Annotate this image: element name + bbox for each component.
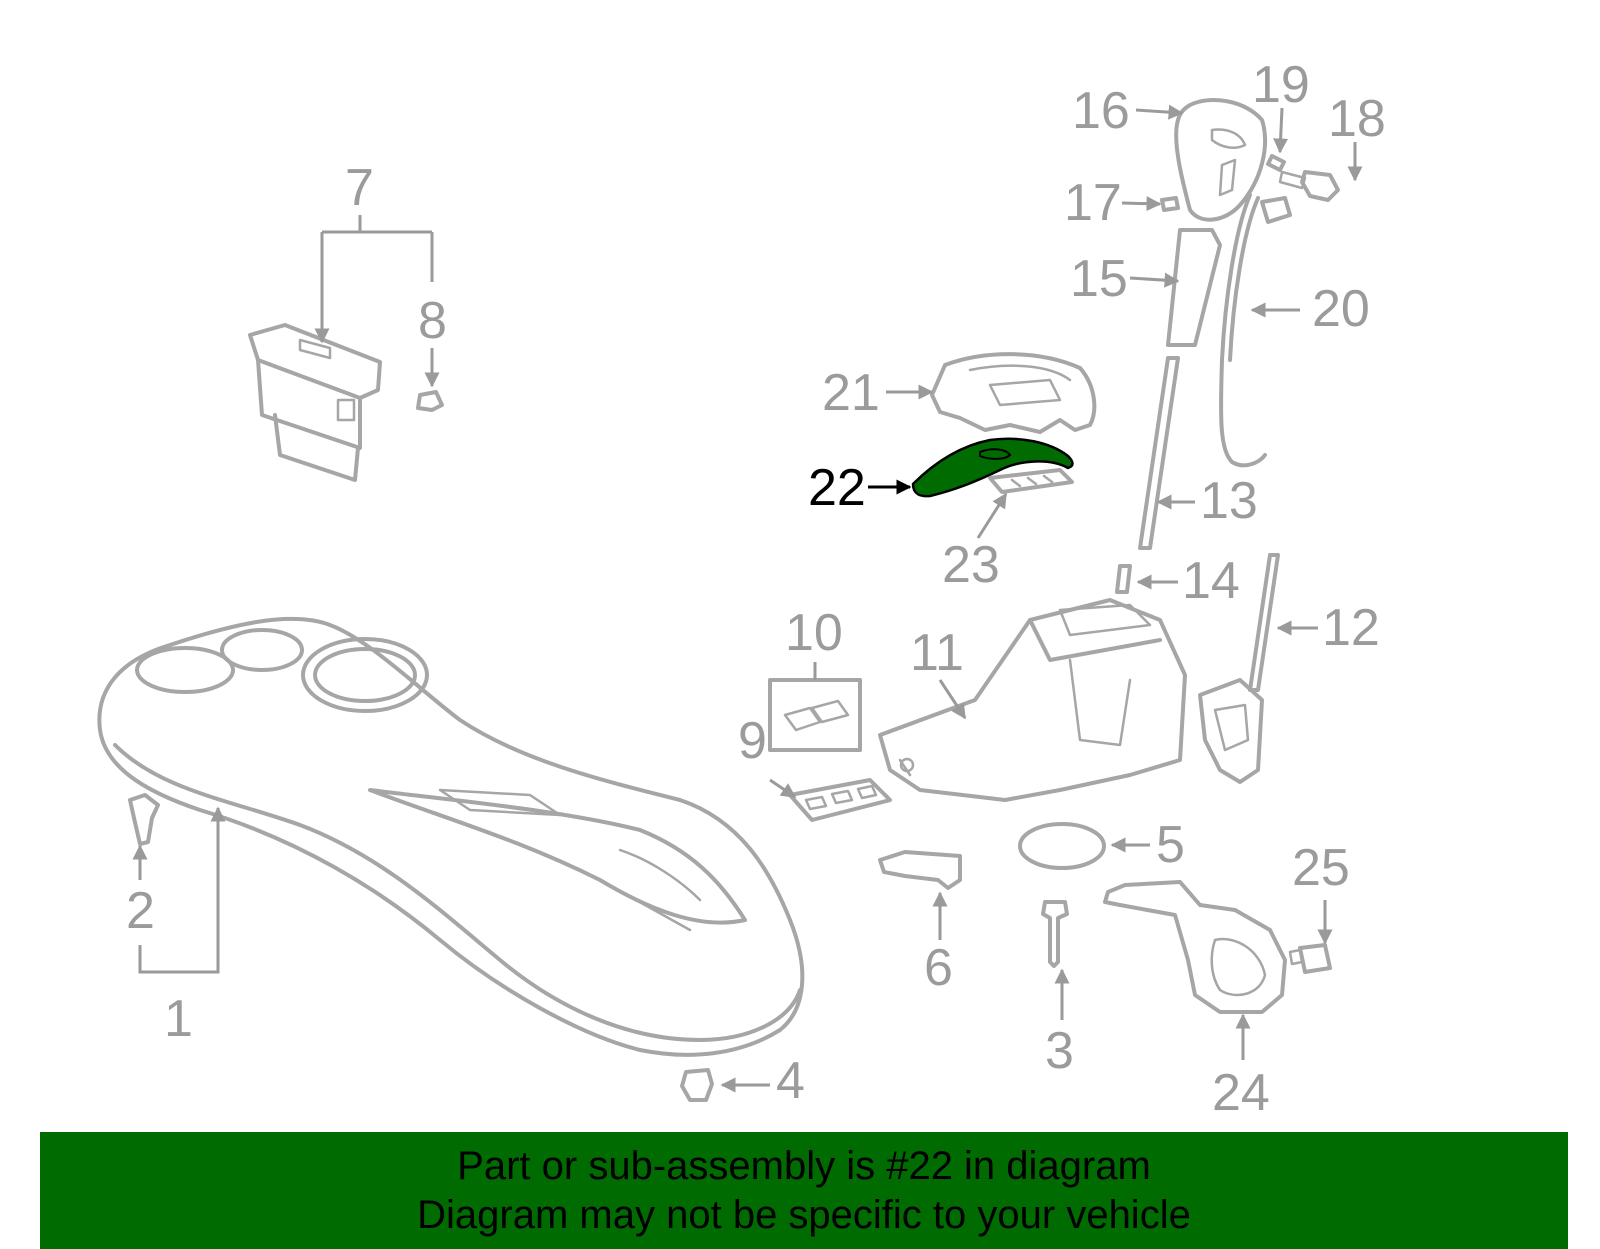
- callout-19: 19: [1252, 56, 1310, 114]
- callout-2: 2: [126, 882, 155, 940]
- callout-10: 10: [785, 604, 843, 662]
- shifter-base-part-11: [878, 598, 1187, 802]
- callout-8: 8: [418, 292, 447, 350]
- bezel-part-22: [911, 437, 1074, 498]
- callout-4: 4: [776, 1052, 805, 1110]
- button-part-18: [1278, 170, 1340, 202]
- callout-24: 24: [1212, 1064, 1270, 1122]
- callout-20: 20: [1312, 280, 1370, 338]
- switch-part-7: [248, 323, 382, 482]
- parking-brake-part-24: [1103, 880, 1287, 1014]
- callout-22: 22: [808, 459, 866, 517]
- callout-23: 23: [942, 536, 1000, 594]
- bracket-part-6: [878, 850, 962, 890]
- switch-panel-part-9: [788, 778, 892, 822]
- callout-11: 11: [910, 624, 964, 682]
- knobs-part-10: [768, 678, 862, 752]
- clip-part-4: [680, 1068, 714, 1102]
- callout-1: 1: [164, 990, 193, 1048]
- banner-line-2: Diagram may not be specific to your vehi…: [417, 1193, 1191, 1237]
- callout-13: 13: [1200, 472, 1258, 530]
- callout-15: 15: [1070, 250, 1128, 308]
- callout-6: 6: [924, 939, 953, 997]
- spring-part-14: [1115, 564, 1132, 594]
- clip-part-2: [128, 793, 160, 846]
- switch-part-25: [1288, 943, 1332, 974]
- callout-5: 5: [1156, 816, 1185, 874]
- callout-9: 9: [738, 712, 767, 770]
- button-part-17: [1160, 196, 1180, 212]
- info-banner: Part or sub-assembly is #22 in diagram D…: [40, 1132, 1568, 1249]
- rod-part-12: [1198, 553, 1280, 784]
- callout-12: 12: [1322, 599, 1380, 657]
- shift-knob-part-16: [1174, 98, 1267, 222]
- indicator-panel-part-21: [930, 352, 1097, 434]
- console-part-1: [97, 616, 805, 1057]
- callout-14: 14: [1182, 552, 1240, 610]
- insert-part-23: [988, 468, 1074, 494]
- rod-part-13: [1138, 356, 1180, 550]
- callout-18: 18: [1328, 90, 1386, 148]
- callout-3: 3: [1045, 1022, 1074, 1080]
- cable-part-20: [1219, 193, 1292, 468]
- callout-17: 17: [1064, 174, 1122, 232]
- sleeve-part-15: [1166, 228, 1222, 347]
- callout-21: 21: [822, 364, 880, 422]
- callout-7: 7: [345, 159, 374, 217]
- clip-part-8: [416, 390, 444, 412]
- callout-25: 25: [1292, 839, 1350, 897]
- spring-part-19: [1266, 154, 1286, 172]
- callout-16: 16: [1072, 82, 1130, 140]
- leader-lines: [132, 104, 1363, 1093]
- bolt-part-3: [1041, 900, 1069, 968]
- callout-labels: 1 2 3 4 5 6 7 8 9 10 11 12 13 14 15 16 1…: [126, 56, 1386, 1122]
- banner-line-1: Part or sub-assembly is #22 in diagram: [457, 1144, 1151, 1188]
- plate-part-5: [1018, 822, 1106, 870]
